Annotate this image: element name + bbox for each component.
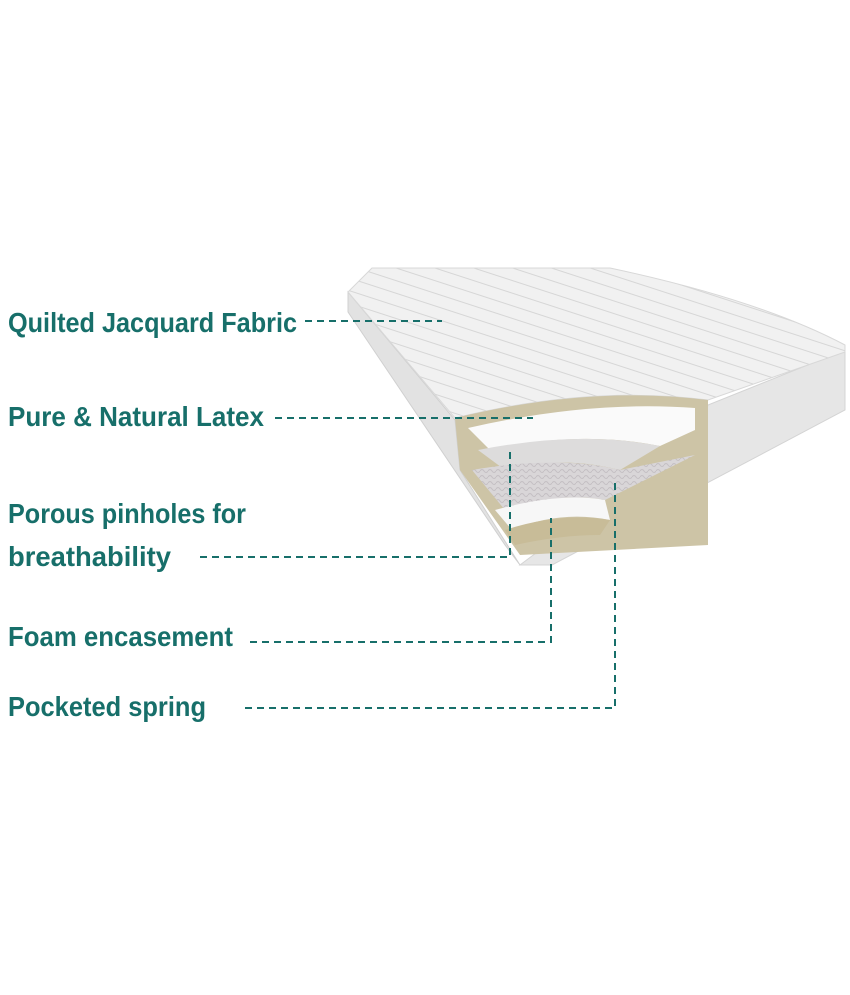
leader-lines: [200, 320, 616, 709]
mattress-side-left: [347, 290, 521, 566]
spring-layer: [472, 455, 695, 510]
leader-line-foam: [250, 518, 552, 643]
label-quilted-jacquard-fabric: Quilted Jacquard Fabric: [8, 307, 297, 338]
label-porous-pinholes-line1: Porous pinholes for: [8, 498, 246, 529]
label-pure-natural-latex: Pure & Natural Latex: [8, 401, 264, 432]
latex-layer-bottom: [505, 517, 610, 545]
pinhole-layer: [478, 438, 660, 470]
leader-line-spring: [245, 480, 616, 709]
foam-layer-bottom: [495, 497, 610, 530]
mattress-illustration: [347, 267, 846, 566]
foam-layer: [468, 406, 695, 450]
label-porous-pinholes-line2: breathability: [8, 541, 171, 572]
label-foam-encasement: Foam encasement: [8, 621, 233, 652]
label-pocketed-spring: Pocketed spring: [8, 691, 206, 722]
